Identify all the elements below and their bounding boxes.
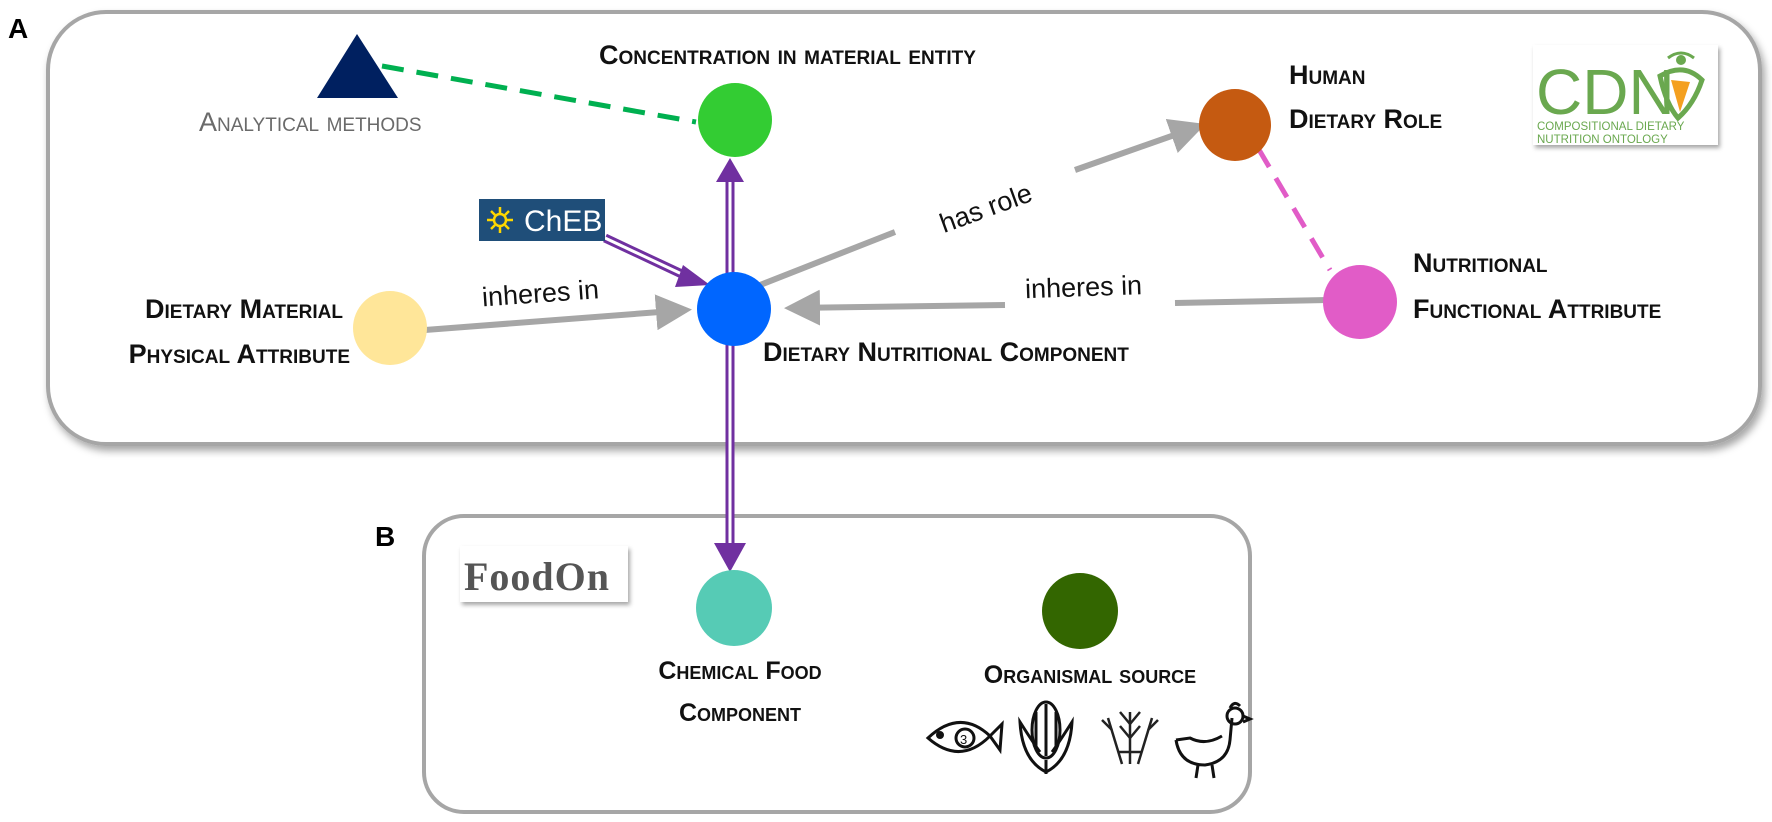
panel-b-frame (422, 514, 1252, 814)
component-label: Dietary Nutritional Component (763, 337, 1129, 367)
wheat-icon (1101, 711, 1159, 765)
analytical-dashed-link (381, 63, 697, 125)
chemical-food-node (696, 570, 772, 646)
fish-icon: 3 (925, 720, 1004, 755)
chebi-logo-text: ChEBI (524, 205, 611, 238)
nutritional-attribute-node (1323, 265, 1397, 339)
inheres-right-arrow-a (1174, 297, 1329, 306)
chebi-molecule-icon (487, 207, 513, 233)
component-node (697, 272, 771, 346)
cdno-logo-line1: COMPOSITIONAL DIETARY (1537, 121, 1685, 133)
chebi-logo: ChEBI (479, 199, 611, 241)
inheres-left-arrow (424, 294, 692, 333)
physical-attribute-node (353, 291, 427, 365)
physical-attribute-label-line2: Physical Attribute (129, 339, 350, 369)
component-to-concentration-arrow (716, 158, 744, 278)
inheres-right-arrow-b (784, 289, 1006, 326)
chemical-food-label-line1: Chemical Food (658, 657, 821, 685)
analytical-methods-label: Analytical methods (199, 107, 422, 137)
has-role-arrow-a (758, 229, 897, 288)
inheres-right-label: inheres in (1024, 270, 1142, 304)
chemical-food-label-line2: Component (679, 699, 801, 727)
analytical-methods-triangle (317, 34, 398, 98)
svg-text:3: 3 (960, 732, 967, 747)
chicken-icon (1174, 701, 1254, 779)
nutritional-attribute-label-line2: Functional Attribute (1413, 294, 1661, 324)
cdno-logo: CDN COMPOSITIONAL DIETARY NUTRITION ONTO… (1533, 45, 1718, 146)
panel-a-letter: A (8, 13, 28, 44)
component-to-chemical-arrow (714, 344, 746, 572)
organismal-source-label: Organismal source (984, 661, 1196, 689)
concentration-label: Concentration in material entity (599, 40, 976, 70)
carrot-person-icon (1657, 51, 1705, 122)
panel-b-letter: B (375, 521, 395, 552)
nutritional-attribute-label-line1: Nutritional (1413, 248, 1548, 278)
cdno-logo-line2: NUTRITION ONTOLOGY (1537, 134, 1668, 146)
foodon-logo-text: FoodOn (464, 554, 610, 599)
corn-icon (1018, 700, 1074, 774)
human-role-node (1199, 89, 1271, 161)
physical-attribute-label-line1: Dietary Material (145, 294, 343, 324)
cdno-logo-letters: CDN (1536, 56, 1675, 128)
role-function-dashed-link (1255, 146, 1333, 272)
concentration-node (698, 83, 772, 157)
foodon-logo: FoodOn (460, 546, 628, 602)
organismal-source-node (1042, 573, 1118, 649)
human-role-label-line1: Human (1289, 60, 1366, 90)
chebi-to-component-arrow (603, 233, 710, 287)
has-role-arrow-b (1074, 118, 1206, 173)
panel-a-frame (46, 10, 1762, 446)
human-role-label-line2: Dietary Role (1289, 104, 1442, 134)
